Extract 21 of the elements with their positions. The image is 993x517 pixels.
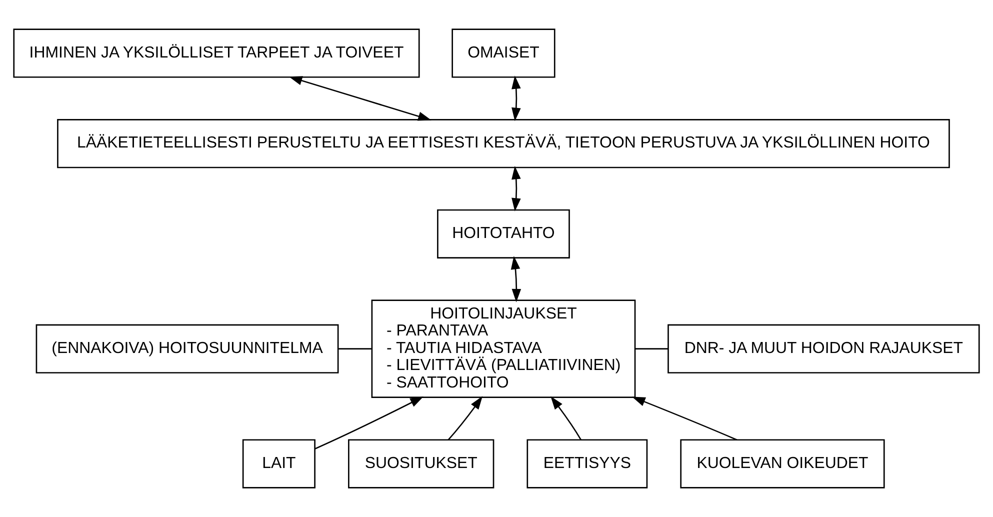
node-box: LAIT — [242, 439, 316, 488]
arrow — [314, 396, 424, 450]
node-box: EETTISYYS — [526, 439, 648, 488]
arrow — [510, 256, 522, 302]
node-box: LÄÄKETIETEELLISESTI PERUSTELTU JA EETTISESTI KESTÄVÄ, TIETOON PERUSTUVA JA YKSILÖLLINEN HOITO — [57, 119, 950, 168]
node-box: DNR- JA MUUT HOIDON RAJAUKSET — [668, 324, 980, 374]
node-box: KUOLEVAN OIKEUDET — [680, 439, 885, 488]
arrow — [512, 166, 521, 212]
connector — [635, 348, 668, 350]
node-box: OMAISET — [452, 28, 556, 78]
arrow — [550, 396, 582, 440]
node-box: HOITOTAHTO — [437, 209, 570, 258]
node-box: HOITOLINJAUKSET - PARANTAVA - TAUTIA HIDASTAVA - LIEVITTÄVÄ (PALLIATIIVINEN) - SAATTOHOITO — [371, 300, 636, 398]
connector — [338, 348, 372, 350]
node-box: SUOSITUKSET — [348, 439, 494, 488]
arrow — [448, 396, 483, 440]
arrow — [512, 76, 521, 122]
arrow — [288, 76, 432, 121]
arrow — [632, 396, 738, 440]
node-box: IHMINEN JA YKSILÖLLISET TARPEET JA TOIVEET — [13, 28, 420, 78]
node-box: (ENNAKOIVA) HOITOSUUNNITELMA — [36, 324, 339, 374]
